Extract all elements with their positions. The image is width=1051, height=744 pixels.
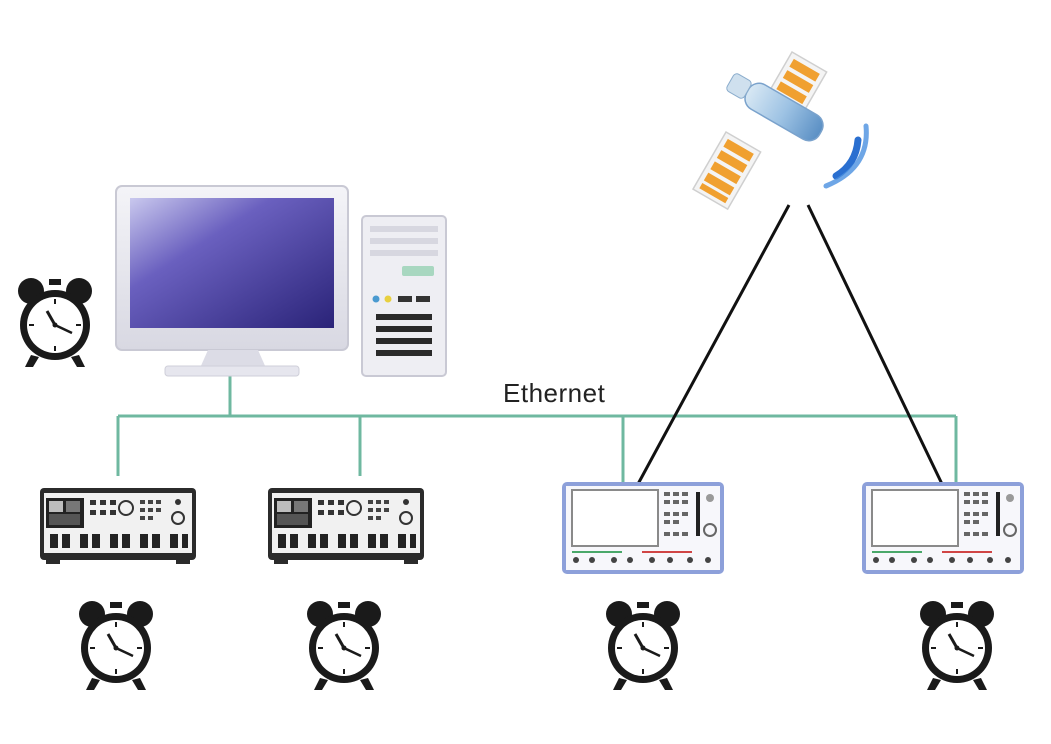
network-analyzer-icon <box>861 481 1025 575</box>
desktop-computer-icon <box>115 185 447 377</box>
alarm-clock-icon <box>604 599 682 692</box>
ethernet-label: Ethernet <box>503 378 606 408</box>
alarm-clock-icon <box>77 599 155 692</box>
network-analyzer-icon <box>561 481 725 575</box>
signal-generator-icon <box>39 487 197 565</box>
satellite-links <box>636 204 944 485</box>
signal-generator-icon <box>267 487 425 565</box>
alarm-clock-icon <box>16 276 94 369</box>
gps-satellite-icon <box>692 51 869 210</box>
alarm-clock-icon <box>305 599 383 692</box>
ethernet-bus <box>116 372 958 482</box>
alarm-clock-icon <box>918 599 996 692</box>
